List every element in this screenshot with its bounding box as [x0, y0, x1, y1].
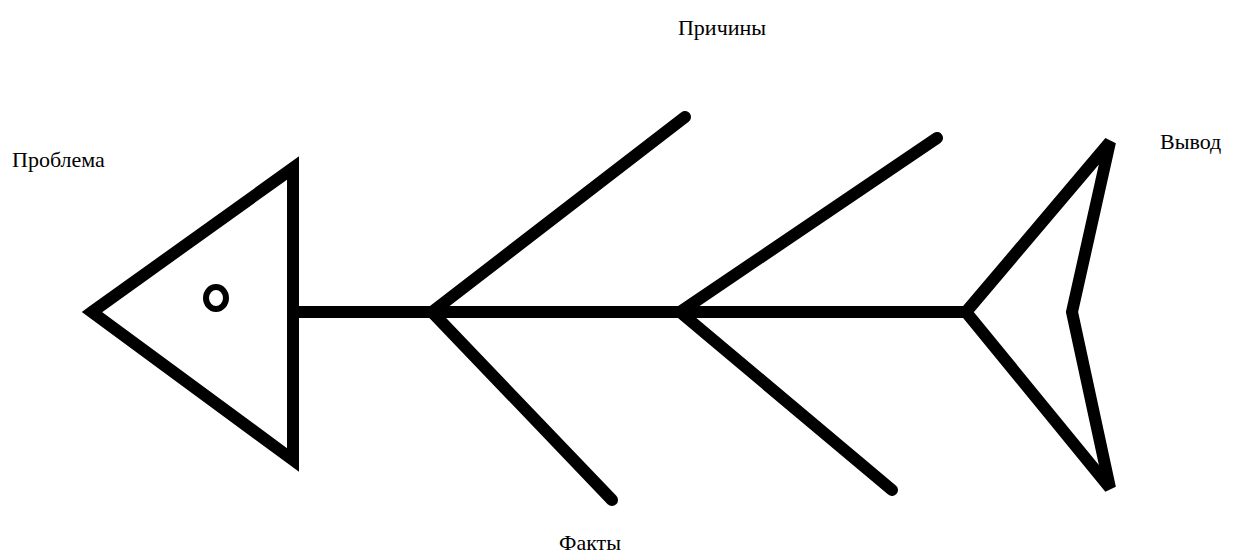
diagram-label: Проблема [12, 147, 105, 172]
diagram-label: Причины [678, 15, 766, 40]
fish-head [92, 168, 293, 460]
fact-bone [680, 312, 892, 490]
fact-bone [432, 312, 612, 500]
cause-bone [432, 117, 685, 312]
cause-bone [680, 138, 937, 312]
diagram-label: Вывод [1160, 129, 1221, 154]
fish-eye [206, 287, 226, 309]
diagram-label: Факты [559, 530, 621, 555]
fish-tail [966, 142, 1110, 488]
fish-spine [293, 306, 966, 318]
